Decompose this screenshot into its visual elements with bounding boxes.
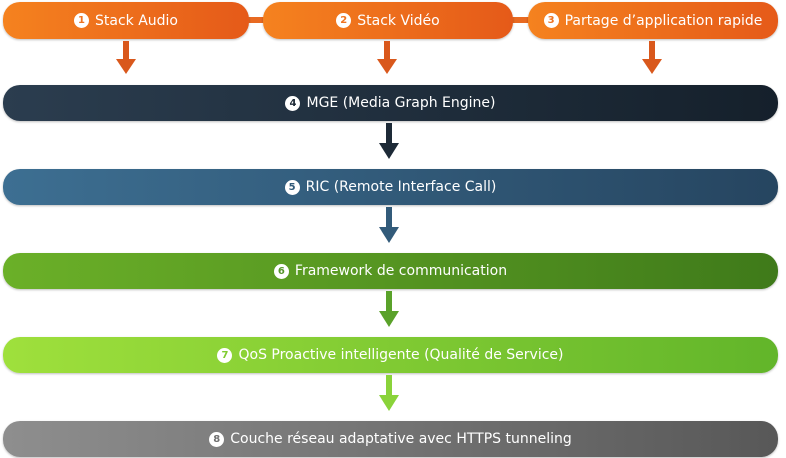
- number-badge-4: 4: [285, 95, 301, 111]
- number-badge-5: 5: [284, 179, 300, 195]
- app-sharing-box: 3 Partage d’application rapide: [528, 2, 778, 39]
- mge-layer: 4 MGE (Media Graph Engine): [3, 85, 778, 121]
- network-label: Couche réseau adaptative avec HTTPS tunn…: [230, 431, 572, 447]
- qos-layer: 7 QoS Proactive intelligente (Qualité de…: [3, 337, 778, 373]
- number-badge-8: 8: [209, 431, 225, 447]
- number-badge-1: 1: [73, 13, 89, 28]
- down-arrow-icon: [377, 41, 397, 75]
- down-arrow-icon: [642, 41, 662, 75]
- number-badge-7: 7: [217, 347, 233, 363]
- network-layer: 8 Couche réseau adaptative avec HTTPS tu…: [3, 421, 778, 457]
- down-arrow-icon: [116, 41, 136, 75]
- stack-video-box: 2 Stack Vidéo: [263, 2, 513, 39]
- number-badge-2: 2: [336, 13, 352, 28]
- down-arrow-icon: [379, 207, 399, 243]
- ric-label: RIC (Remote Interface Call): [305, 179, 497, 195]
- mge-label: MGE (Media Graph Engine): [306, 95, 496, 111]
- framework-layer: 6 Framework de communication: [3, 253, 778, 289]
- stack-video-label: Stack Vidéo: [357, 12, 440, 29]
- number-badge-6: 6: [273, 263, 289, 279]
- down-arrow-icon: [379, 291, 399, 327]
- number-badge-3: 3: [543, 13, 559, 28]
- framework-label: Framework de communication: [294, 263, 508, 279]
- down-arrow-icon: [379, 375, 399, 411]
- connector-audio-video: [247, 17, 265, 23]
- stack-audio-label: Stack Audio: [94, 12, 178, 29]
- down-arrow-icon: [379, 123, 399, 159]
- app-sharing-label: Partage d’application rapide: [564, 12, 763, 29]
- ric-layer: 5 RIC (Remote Interface Call): [3, 169, 778, 205]
- connector-video-share: [511, 17, 530, 23]
- qos-label: QoS Proactive intelligente (Qualité de S…: [238, 347, 564, 363]
- stack-audio-box: 1 Stack Audio: [3, 2, 249, 39]
